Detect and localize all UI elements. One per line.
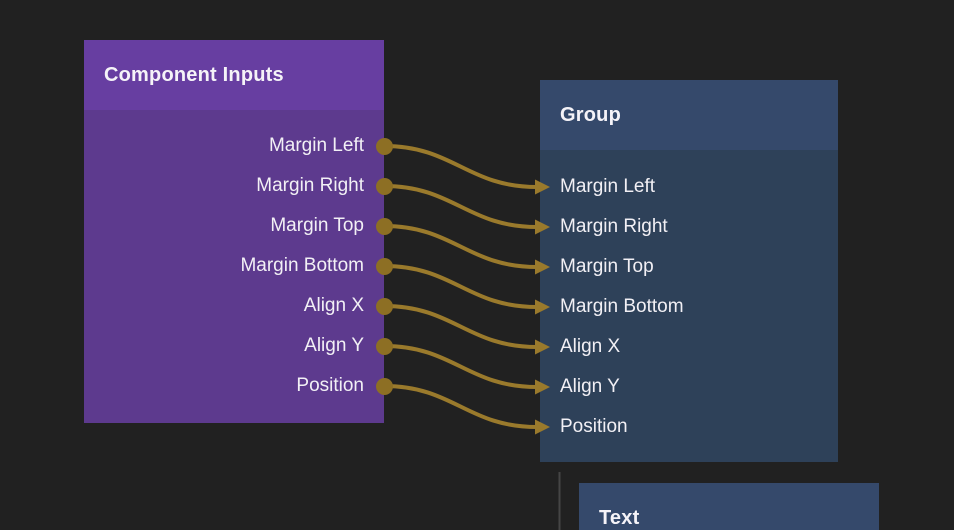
node-component-inputs-header[interactable]: Component Inputs xyxy=(84,40,384,110)
input-label: Position xyxy=(560,416,628,437)
connection-arrowhead[interactable] xyxy=(535,299,550,315)
output-label: Align X xyxy=(303,295,364,316)
output-label: Position xyxy=(296,375,364,396)
input-label: Align X xyxy=(560,336,621,357)
output-port-dot[interactable] xyxy=(376,257,393,275)
connection-arrowhead[interactable] xyxy=(535,339,550,355)
output-port-dot[interactable] xyxy=(376,377,393,395)
connection-wire[interactable] xyxy=(382,184,539,229)
input-row: Align Y xyxy=(540,367,838,407)
connection-wire[interactable] xyxy=(382,304,539,349)
output-label: Align Y xyxy=(304,335,364,356)
input-row: Margin Right xyxy=(540,207,838,247)
input-row: Margin Left xyxy=(540,167,838,207)
output-row: Position xyxy=(84,366,393,406)
input-row: Margin Bottom xyxy=(540,287,838,327)
connection-wire[interactable] xyxy=(382,224,539,269)
connection-wire[interactable] xyxy=(382,144,539,189)
output-port-dot[interactable] xyxy=(376,137,393,155)
output-port-dot[interactable] xyxy=(376,297,393,315)
input-row: Position xyxy=(540,407,838,447)
node-title: Component Inputs xyxy=(104,63,284,86)
connection-wire[interactable] xyxy=(382,344,539,389)
output-port-dot[interactable] xyxy=(376,337,393,355)
input-row: Align X xyxy=(540,327,838,367)
node-group-header[interactable]: Group xyxy=(540,80,838,150)
input-label: Margin Left xyxy=(560,176,656,197)
input-row: Margin Top xyxy=(540,247,838,287)
output-label: Margin Bottom xyxy=(240,255,364,276)
connection-wire[interactable] xyxy=(382,384,539,429)
output-port-dot[interactable] xyxy=(376,177,393,195)
connection-wire[interactable] xyxy=(382,264,539,309)
node-text[interactable]: Text xyxy=(579,483,879,530)
node-text-header[interactable]: Text xyxy=(579,483,879,530)
connection-arrowhead[interactable] xyxy=(535,179,550,195)
output-label: Margin Left xyxy=(268,135,364,156)
input-label: Margin Right xyxy=(560,216,668,237)
output-row: Margin Top xyxy=(84,206,393,246)
output-port-dot[interactable] xyxy=(376,217,393,235)
connection-arrowhead[interactable] xyxy=(535,419,550,435)
output-row: Margin Bottom xyxy=(84,246,393,286)
node-title: Group xyxy=(560,103,621,126)
input-label: Margin Top xyxy=(560,256,654,277)
output-label: Margin Top xyxy=(270,215,364,236)
node-title: Text xyxy=(599,506,640,529)
output-row: Margin Right xyxy=(84,166,393,206)
connection-arrowhead[interactable] xyxy=(535,259,550,275)
connection-arrowhead[interactable] xyxy=(535,219,550,235)
input-label: Margin Bottom xyxy=(560,296,684,317)
input-label: Align Y xyxy=(560,376,620,397)
connection-arrowhead[interactable] xyxy=(535,379,550,395)
output-row: Margin Left xyxy=(84,126,393,166)
output-row: Align Y xyxy=(84,326,393,366)
output-row: Align X xyxy=(84,286,393,326)
output-label: Margin Right xyxy=(256,175,364,196)
